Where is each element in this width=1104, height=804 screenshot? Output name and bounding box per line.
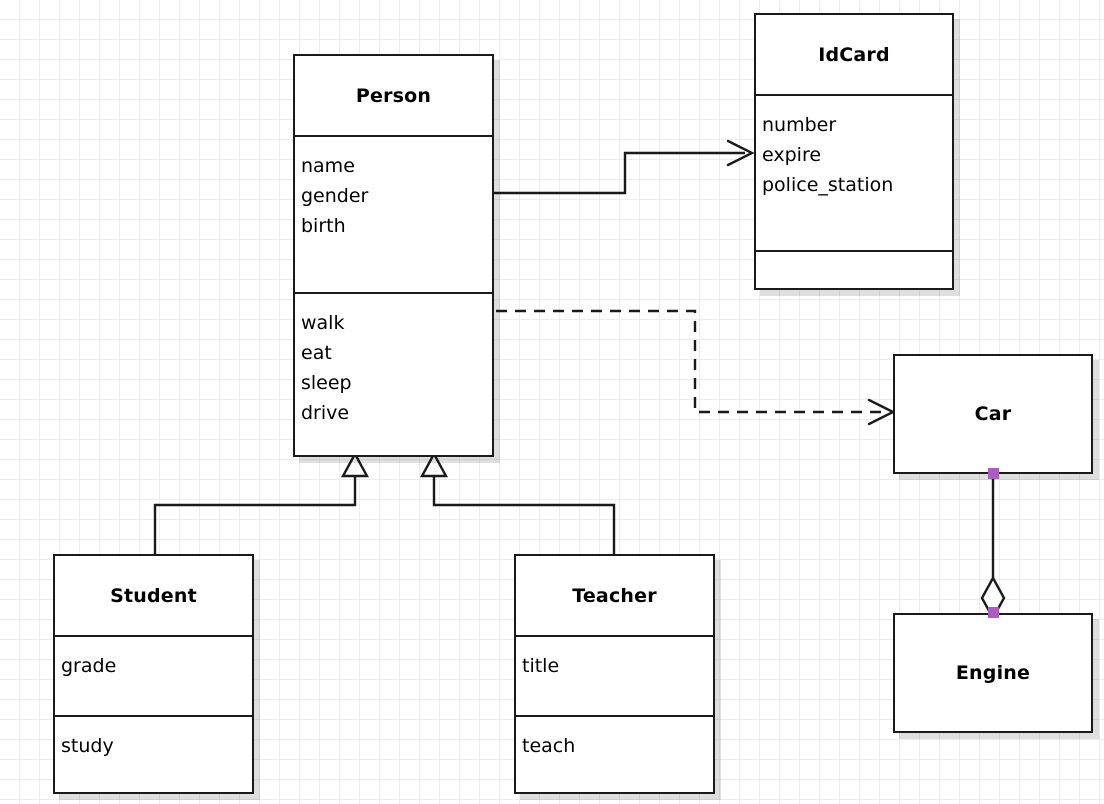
attribute-item: expire [762,144,822,166]
connector-person-idcard[interactable] [494,139,755,195]
hollow-triangle-icon [340,451,370,478]
class-box-student[interactable]: Student grade study [53,554,254,794]
class-operations-person: walk eat sleep drive [295,292,492,455]
attribute-item: number [762,114,837,136]
class-title-engine: Engine [955,662,1031,684]
attribute-item: title [522,655,560,677]
connector-student-person[interactable] [153,451,370,554]
operation-item: study [61,735,114,757]
attribute-item: name [301,155,355,177]
attribute-item: police_station [762,174,894,196]
class-operations-idcard [756,250,952,288]
connector-car-engine[interactable] [980,474,1006,621]
class-attributes-student: grade [55,635,252,715]
operation-item: drive [301,402,350,424]
class-box-teacher[interactable]: Teacher title teach [514,554,715,794]
open-arrow-head-icon [726,139,755,167]
class-title-idcard: IdCard [818,43,890,66]
connector-teacher-person[interactable] [419,451,616,554]
class-operations-student: study [55,715,252,792]
connection-handle-engine[interactable] [988,607,999,618]
attribute-item: grade [61,655,117,677]
operation-item: teach [522,735,576,757]
class-title-student: Student [110,584,197,607]
class-title-teacher: Teacher [572,584,657,607]
attribute-item: birth [301,215,346,237]
connection-handle-car[interactable] [988,468,999,479]
class-attributes-idcard: number expire police_station [756,94,952,250]
attribute-item: gender [301,185,369,207]
class-attributes-teacher: title [516,635,713,715]
class-attributes-person: name gender birth [295,135,492,292]
class-title-person: Person [355,84,432,107]
class-box-car[interactable]: Car [893,354,1093,474]
class-operations-teacher: teach [516,715,713,792]
open-arrow-head-icon [867,398,896,426]
class-box-person[interactable]: Person name gender birth walk eat sleep … [293,54,494,457]
operation-item: walk [301,312,345,334]
class-box-engine[interactable]: Engine [893,613,1093,733]
hollow-triangle-icon [419,451,449,478]
operation-item: eat [301,342,332,364]
connector-person-car[interactable] [496,309,896,426]
class-title-car: Car [974,403,1012,425]
class-box-idcard[interactable]: IdCard number expire police_station [754,13,954,290]
operation-item: sleep [301,372,352,394]
